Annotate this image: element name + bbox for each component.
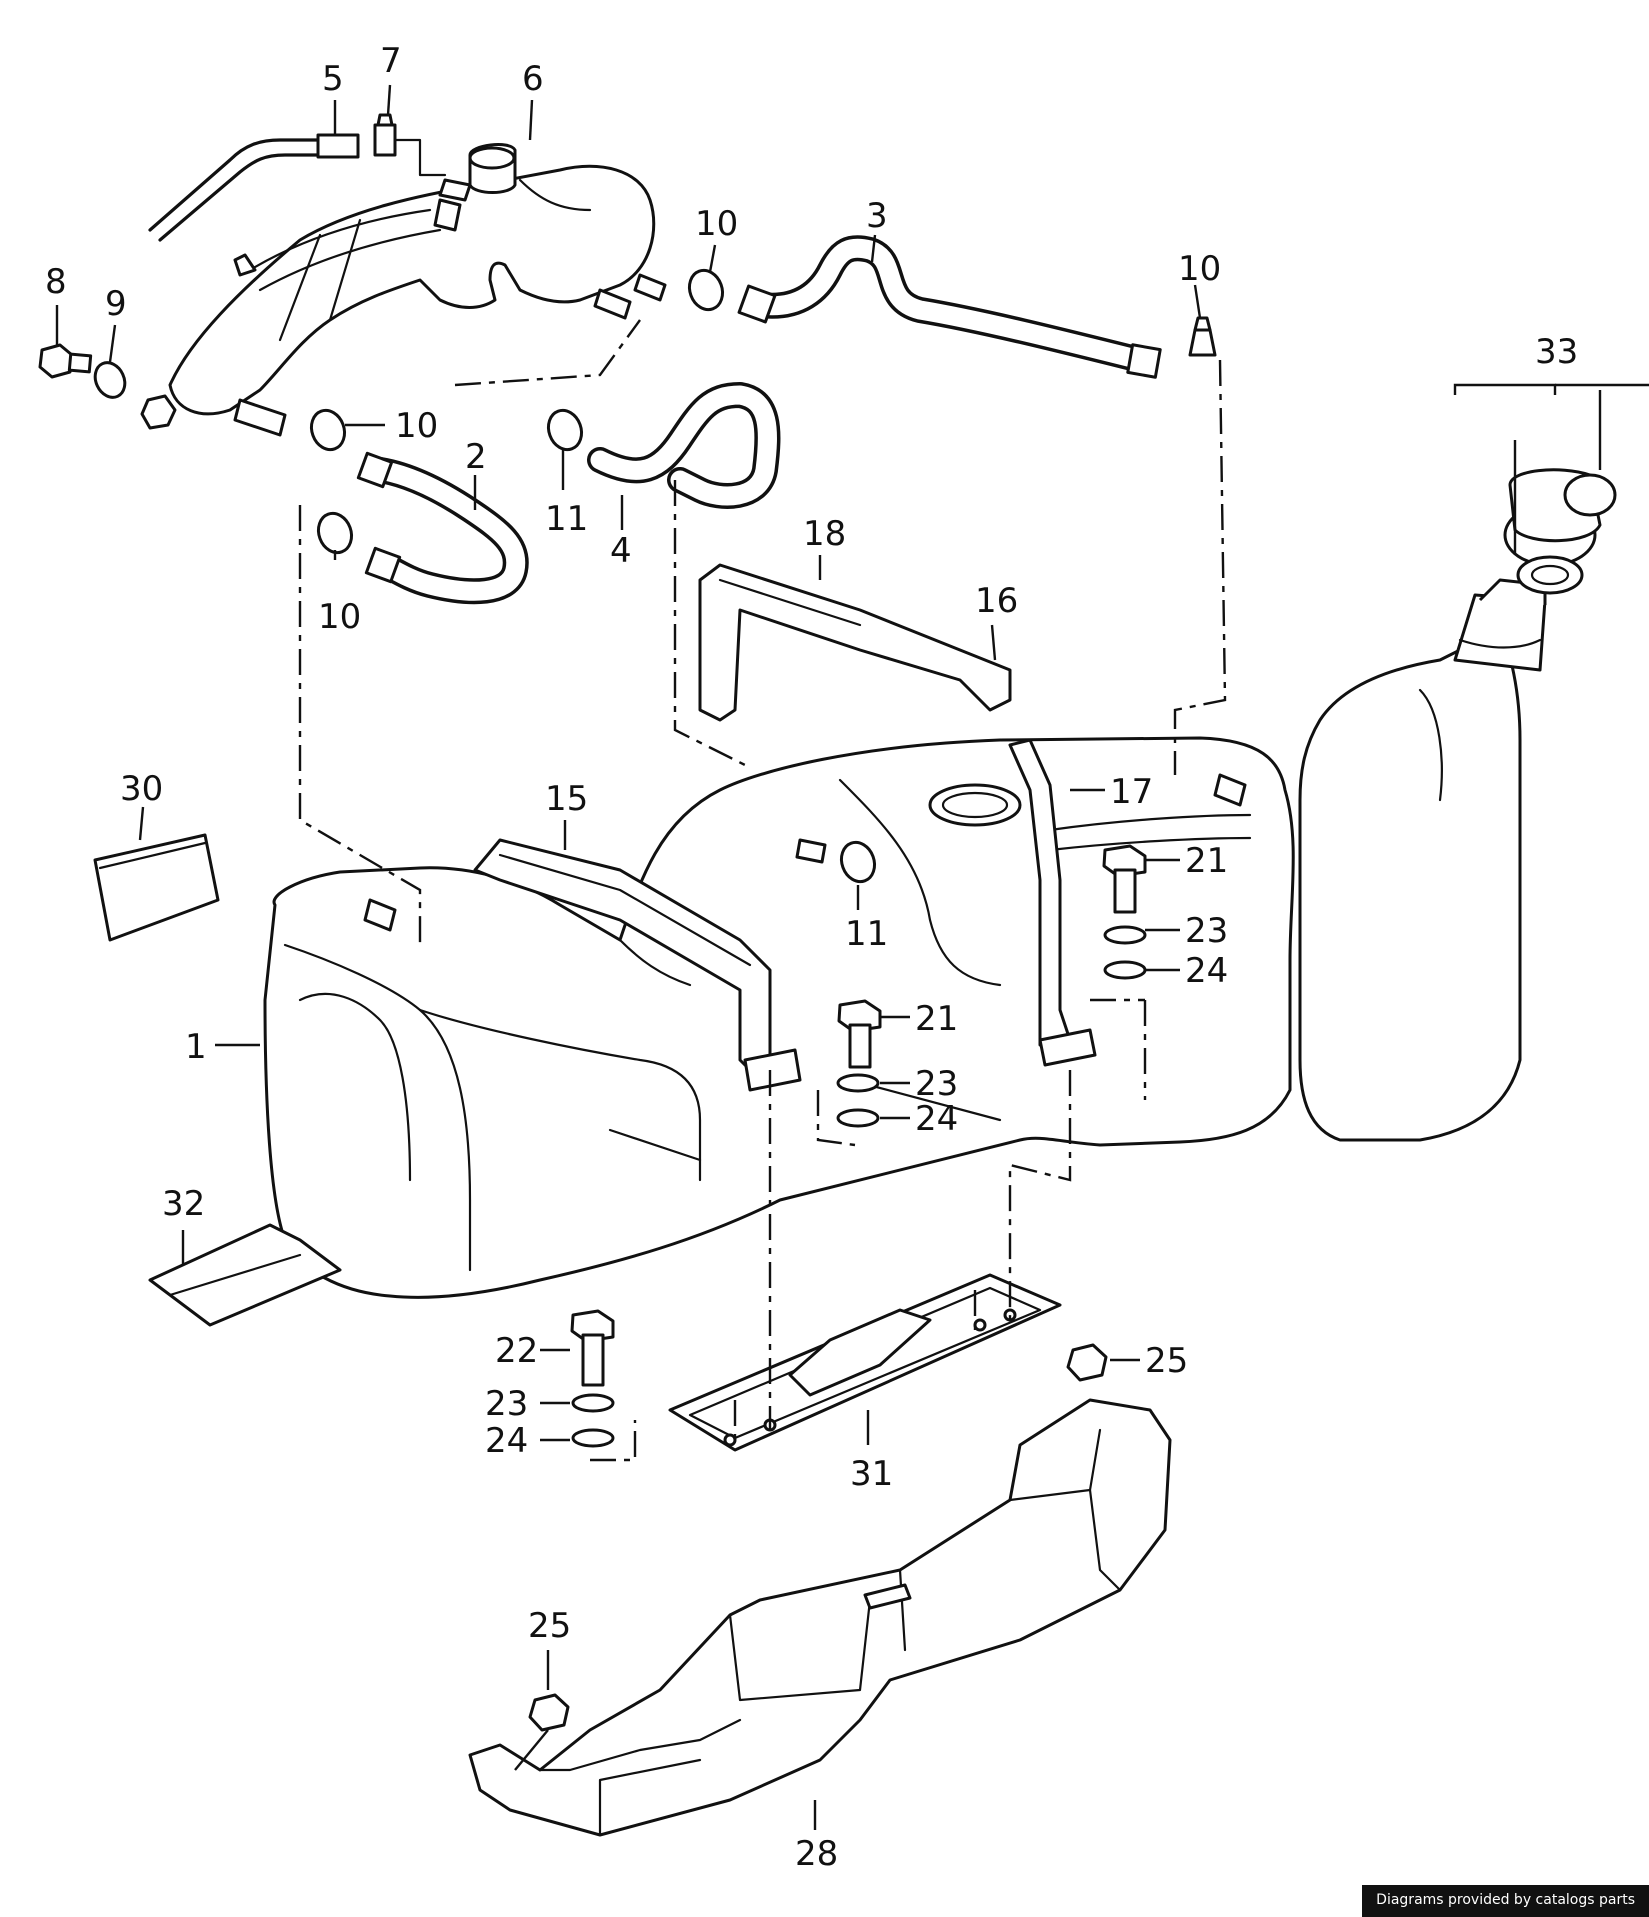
callout-16: 16	[975, 581, 1018, 621]
callout-24-right: 24	[1185, 951, 1228, 991]
callout-21-right: 21	[1185, 841, 1228, 881]
callout-6: 6	[522, 59, 544, 99]
callout-labels: 5 7 6 8 9 10 3 10 10 2 10 11 4 18 16 17 …	[45, 41, 1578, 1874]
callout-17: 17	[1110, 772, 1153, 812]
callout-23-center: 23	[915, 1064, 958, 1104]
callout-11-lower: 11	[845, 914, 888, 954]
callout-10-top: 10	[695, 204, 738, 244]
tank-straps	[473, 563, 1097, 1092]
callout-5: 5	[322, 59, 344, 99]
callout-10-left-upper: 10	[395, 406, 438, 446]
guards-and-brackets	[148, 1223, 1172, 1837]
callout-31: 31	[850, 1454, 893, 1494]
callout-22: 22	[495, 1331, 538, 1371]
callout-29: 30	[120, 769, 163, 809]
callout-7: 7	[380, 41, 402, 81]
assembly-lines	[298, 319, 1227, 1462]
callout-15: 15	[545, 779, 588, 819]
callout-10-right: 10	[1178, 249, 1221, 289]
callout-24-center: 24	[915, 1099, 958, 1139]
callout-4: 4	[610, 531, 632, 571]
callout-21-center: 21	[915, 999, 958, 1039]
callout-23-right: 23	[1185, 911, 1228, 951]
expansion-tank	[168, 143, 656, 416]
callout-25-left: 25	[528, 1606, 571, 1646]
callout-10-left-lower: 10	[318, 597, 361, 637]
callout-28: 28	[795, 1834, 838, 1874]
callout-25-right: 25	[1145, 1341, 1188, 1381]
callout-3: 3	[866, 196, 888, 236]
callout-2: 2	[465, 437, 487, 477]
callout-24-left: 24	[485, 1421, 528, 1461]
hardware	[38, 343, 1617, 1732]
diagram-credit: Diagrams provided by catalogs parts	[1362, 1885, 1649, 1917]
callout-1: 1	[185, 1027, 207, 1067]
callout-9: 9	[105, 284, 127, 324]
callout-11-upper: 11	[545, 499, 588, 539]
callout-32: 33	[1535, 332, 1578, 372]
hose-clamps	[309, 268, 877, 884]
callout-30: 32	[162, 1184, 205, 1224]
hoses	[148, 113, 1247, 932]
callout-8: 8	[45, 262, 67, 302]
fuel-tank	[263, 578, 1547, 1299]
callout-23-left: 23	[485, 1384, 528, 1424]
leader-lines	[55, 84, 1649, 1830]
callout-18: 18	[803, 514, 846, 554]
